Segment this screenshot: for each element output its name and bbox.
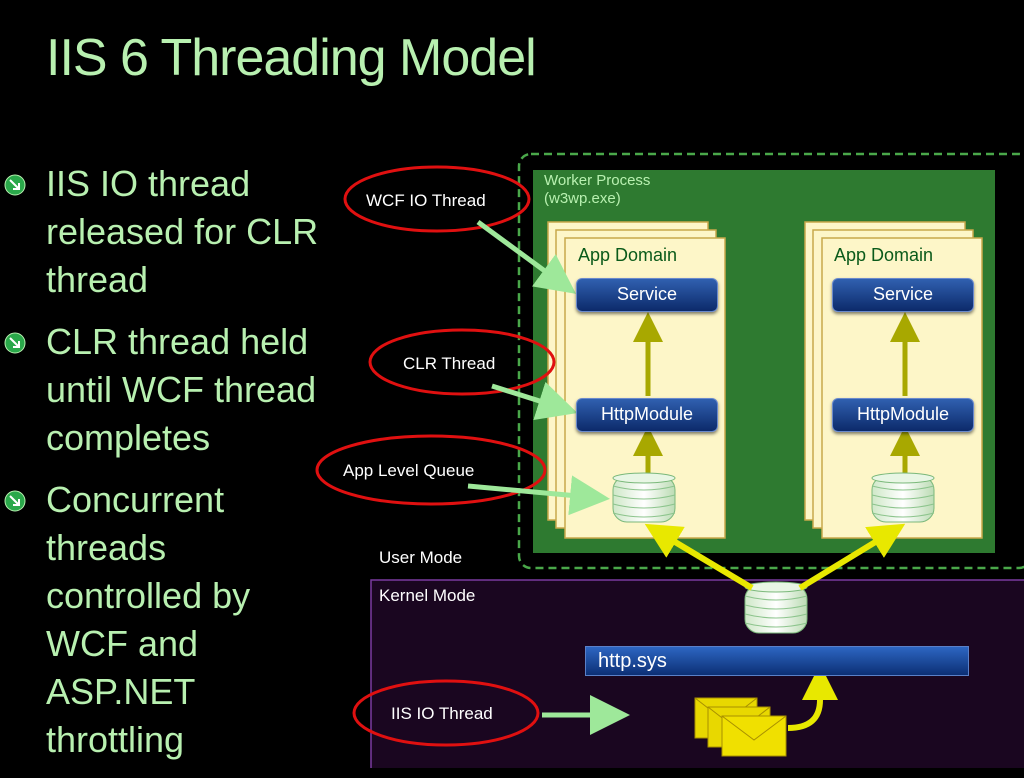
- arrow-kernel-to-app-right: [798, 523, 906, 591]
- callout-ring-wcf: [343, 165, 531, 233]
- app-domain-right-label: App Domain: [834, 245, 934, 265]
- queue-icon-kernel: [744, 581, 808, 634]
- bullet-text: CLR thread held until WCF thread complet…: [46, 321, 317, 458]
- arrow-queue-callout: [467, 475, 610, 516]
- httpmodule-right-box: HttpModule: [832, 398, 974, 432]
- worker-process-border: [517, 152, 1024, 570]
- bullet-item: CLR thread held until WCF thread complet…: [0, 318, 370, 462]
- bullet-text: IIS IO thread released for CLR thread: [46, 163, 319, 300]
- httpmodule-left-box: HttpModule: [576, 398, 718, 432]
- bullet-text: Concurrent threads controlled by WCF and…: [46, 479, 251, 760]
- bullet-icon: [4, 490, 26, 512]
- bullet-item: IIS IO thread released for CLR thread: [0, 160, 370, 304]
- bullet-item: Concurrent threads controlled by WCF and…: [0, 476, 370, 764]
- arrow-kernel-to-app-left: [644, 523, 754, 591]
- callout-app-level-queue: App Level Queue: [343, 461, 475, 480]
- bullet-icon: [4, 174, 26, 196]
- callout-ring-queue: [315, 434, 547, 506]
- queue-icon-left: [612, 472, 676, 523]
- envelope-icon: [694, 697, 787, 757]
- callout-iis-io-thread: IIS IO Thread: [391, 704, 493, 723]
- kernel-mode-label: Kernel Mode: [379, 586, 476, 605]
- callout-ring-iis: [352, 679, 540, 747]
- worker-process-exe: (w3wp.exe): [544, 190, 621, 207]
- service-right-box: Service: [832, 278, 974, 312]
- app-domain-left-label: App Domain: [578, 245, 678, 265]
- callout-ring-clr: [368, 328, 556, 396]
- slide-title: IIS 6 Threading Model: [46, 29, 537, 87]
- service-left-box: Service: [576, 278, 718, 312]
- http-sys-box: http.sys: [585, 646, 969, 676]
- arrow-wcf-to-service: [476, 219, 577, 294]
- callout-wcf-io-thread: WCF IO Thread: [366, 191, 486, 210]
- user-mode-label: User Mode: [379, 548, 463, 567]
- callout-clr-thread: CLR Thread: [403, 354, 496, 373]
- bullet-list: IIS IO thread released for CLR thread CL…: [0, 160, 370, 778]
- arrow-envelope-to-httpsys: [787, 664, 838, 731]
- arrow-clr-to-httpmodule: [491, 381, 578, 421]
- queue-icon-right: [871, 472, 935, 523]
- worker-process-title: Worker Process: [544, 172, 651, 189]
- worker-process-label: Worker Process (w3wp.exe): [544, 172, 650, 208]
- bullet-icon: [4, 332, 26, 354]
